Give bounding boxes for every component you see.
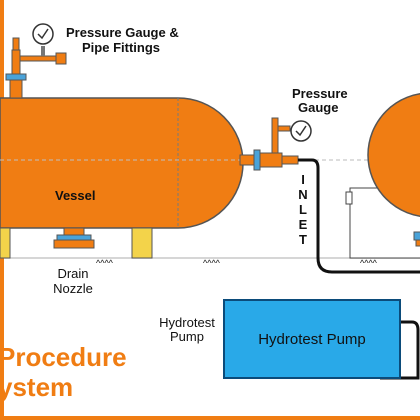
hydrotest-pump-label-line2: Pump <box>170 329 204 344</box>
inlet-letter-3: L <box>299 202 307 217</box>
inlet-hose <box>298 158 420 274</box>
drain-label-line1: Drain <box>57 266 88 281</box>
pressure-gauge-fittings-label-line1: Pressure Gauge & <box>66 25 179 40</box>
drain-label-line2: Nozzle <box>53 281 93 296</box>
vessel <box>0 97 244 229</box>
ground-marks-1: ^^^^ <box>96 258 114 268</box>
inlet-letter-5: T <box>299 232 307 247</box>
support-right <box>131 227 153 259</box>
pressure-gauge-fittings-label-line2: Pipe Fittings <box>82 40 160 55</box>
vessel-body <box>0 97 244 229</box>
inlet-letter-4: E <box>299 217 308 232</box>
inlet-fittings <box>239 117 312 171</box>
second-vessel <box>345 93 420 259</box>
inlet-letter-1: I <box>301 172 305 187</box>
pressure-gauge-label-line1: Pressure <box>292 86 348 101</box>
second-vessel-body <box>367 93 420 217</box>
pressure-gauge-label-line2: Gauge <box>298 100 338 115</box>
inlet-letter-2: N <box>298 187 307 202</box>
vessel-label: Vessel <box>55 188 96 203</box>
support-left <box>0 227 11 259</box>
ground-marks-3: ^^^^ <box>360 258 378 268</box>
hydrotest-pump-box <box>223 299 401 379</box>
drain-nozzle <box>53 227 95 249</box>
top-fittings <box>5 23 67 99</box>
ground-marks-2: ^^^^ <box>203 258 221 268</box>
title-line2: ystem <box>0 372 73 402</box>
title-line1: Procedure <box>0 342 127 372</box>
pump-box-label: Hydrotest Pump <box>258 331 366 348</box>
pressure-gauge-icon <box>32 23 54 45</box>
pump-hose <box>380 320 420 380</box>
inlet-pressure-gauge-icon <box>290 120 312 142</box>
frame-bottom-edge <box>0 416 420 420</box>
hydrotest-pump-label-line1: Hydrotest <box>159 315 215 330</box>
